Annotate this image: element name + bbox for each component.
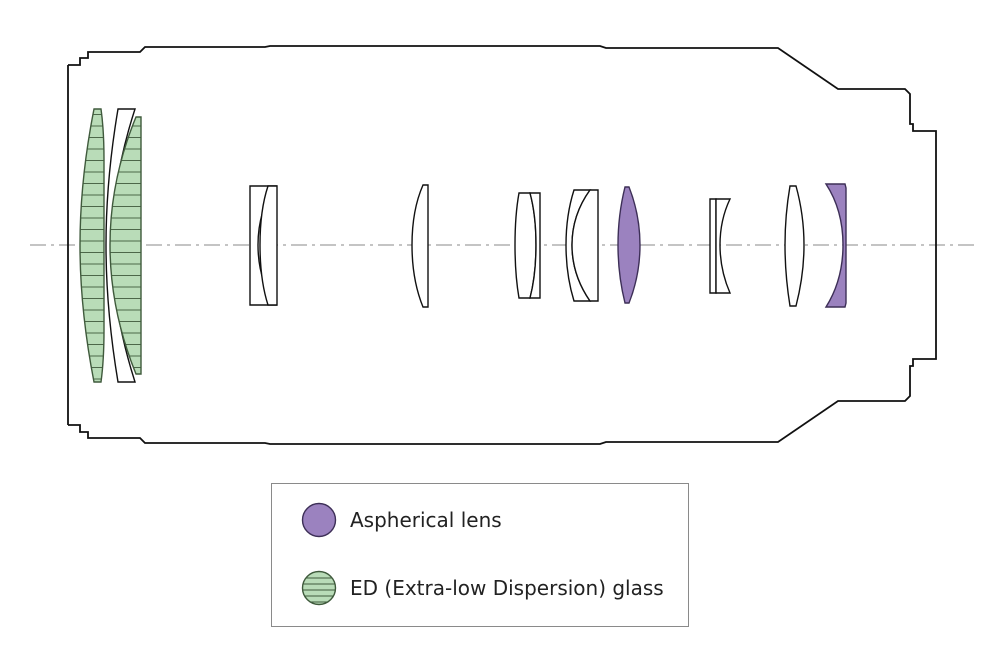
clear-lens-element-11 xyxy=(784,185,805,307)
clear-lens-element-6 xyxy=(529,192,541,299)
ed-glass-element-2 xyxy=(109,116,142,375)
legend-item-aspherical: Aspherical lens xyxy=(300,500,502,540)
clear-lens-element-3 xyxy=(259,185,278,306)
aspherical-swatch-icon xyxy=(301,502,337,538)
legend-item-ed-glass: ED (Extra-low Dispersion) glass xyxy=(300,568,664,608)
clear-lens-element-9 xyxy=(709,198,717,294)
ed-glass-swatch-icon xyxy=(301,570,337,606)
aspherical-element-1 xyxy=(617,186,641,304)
legend-box: Aspherical lens ED (Extra-low Dispersion… xyxy=(271,483,689,627)
lens-barrel-outline xyxy=(68,45,937,245)
clear-lens-element-10 xyxy=(715,198,732,294)
clear-lens-element-4 xyxy=(411,184,429,308)
ed-glass-element-1 xyxy=(79,108,105,383)
aspherical-element-2 xyxy=(824,183,847,308)
lens-barrel-outline-lower xyxy=(68,245,937,445)
legend-label-aspherical: Aspherical lens xyxy=(350,508,502,532)
clear-lens-element-8 xyxy=(571,189,599,302)
legend-label-ed-glass: ED (Extra-low Dispersion) glass xyxy=(350,576,664,600)
